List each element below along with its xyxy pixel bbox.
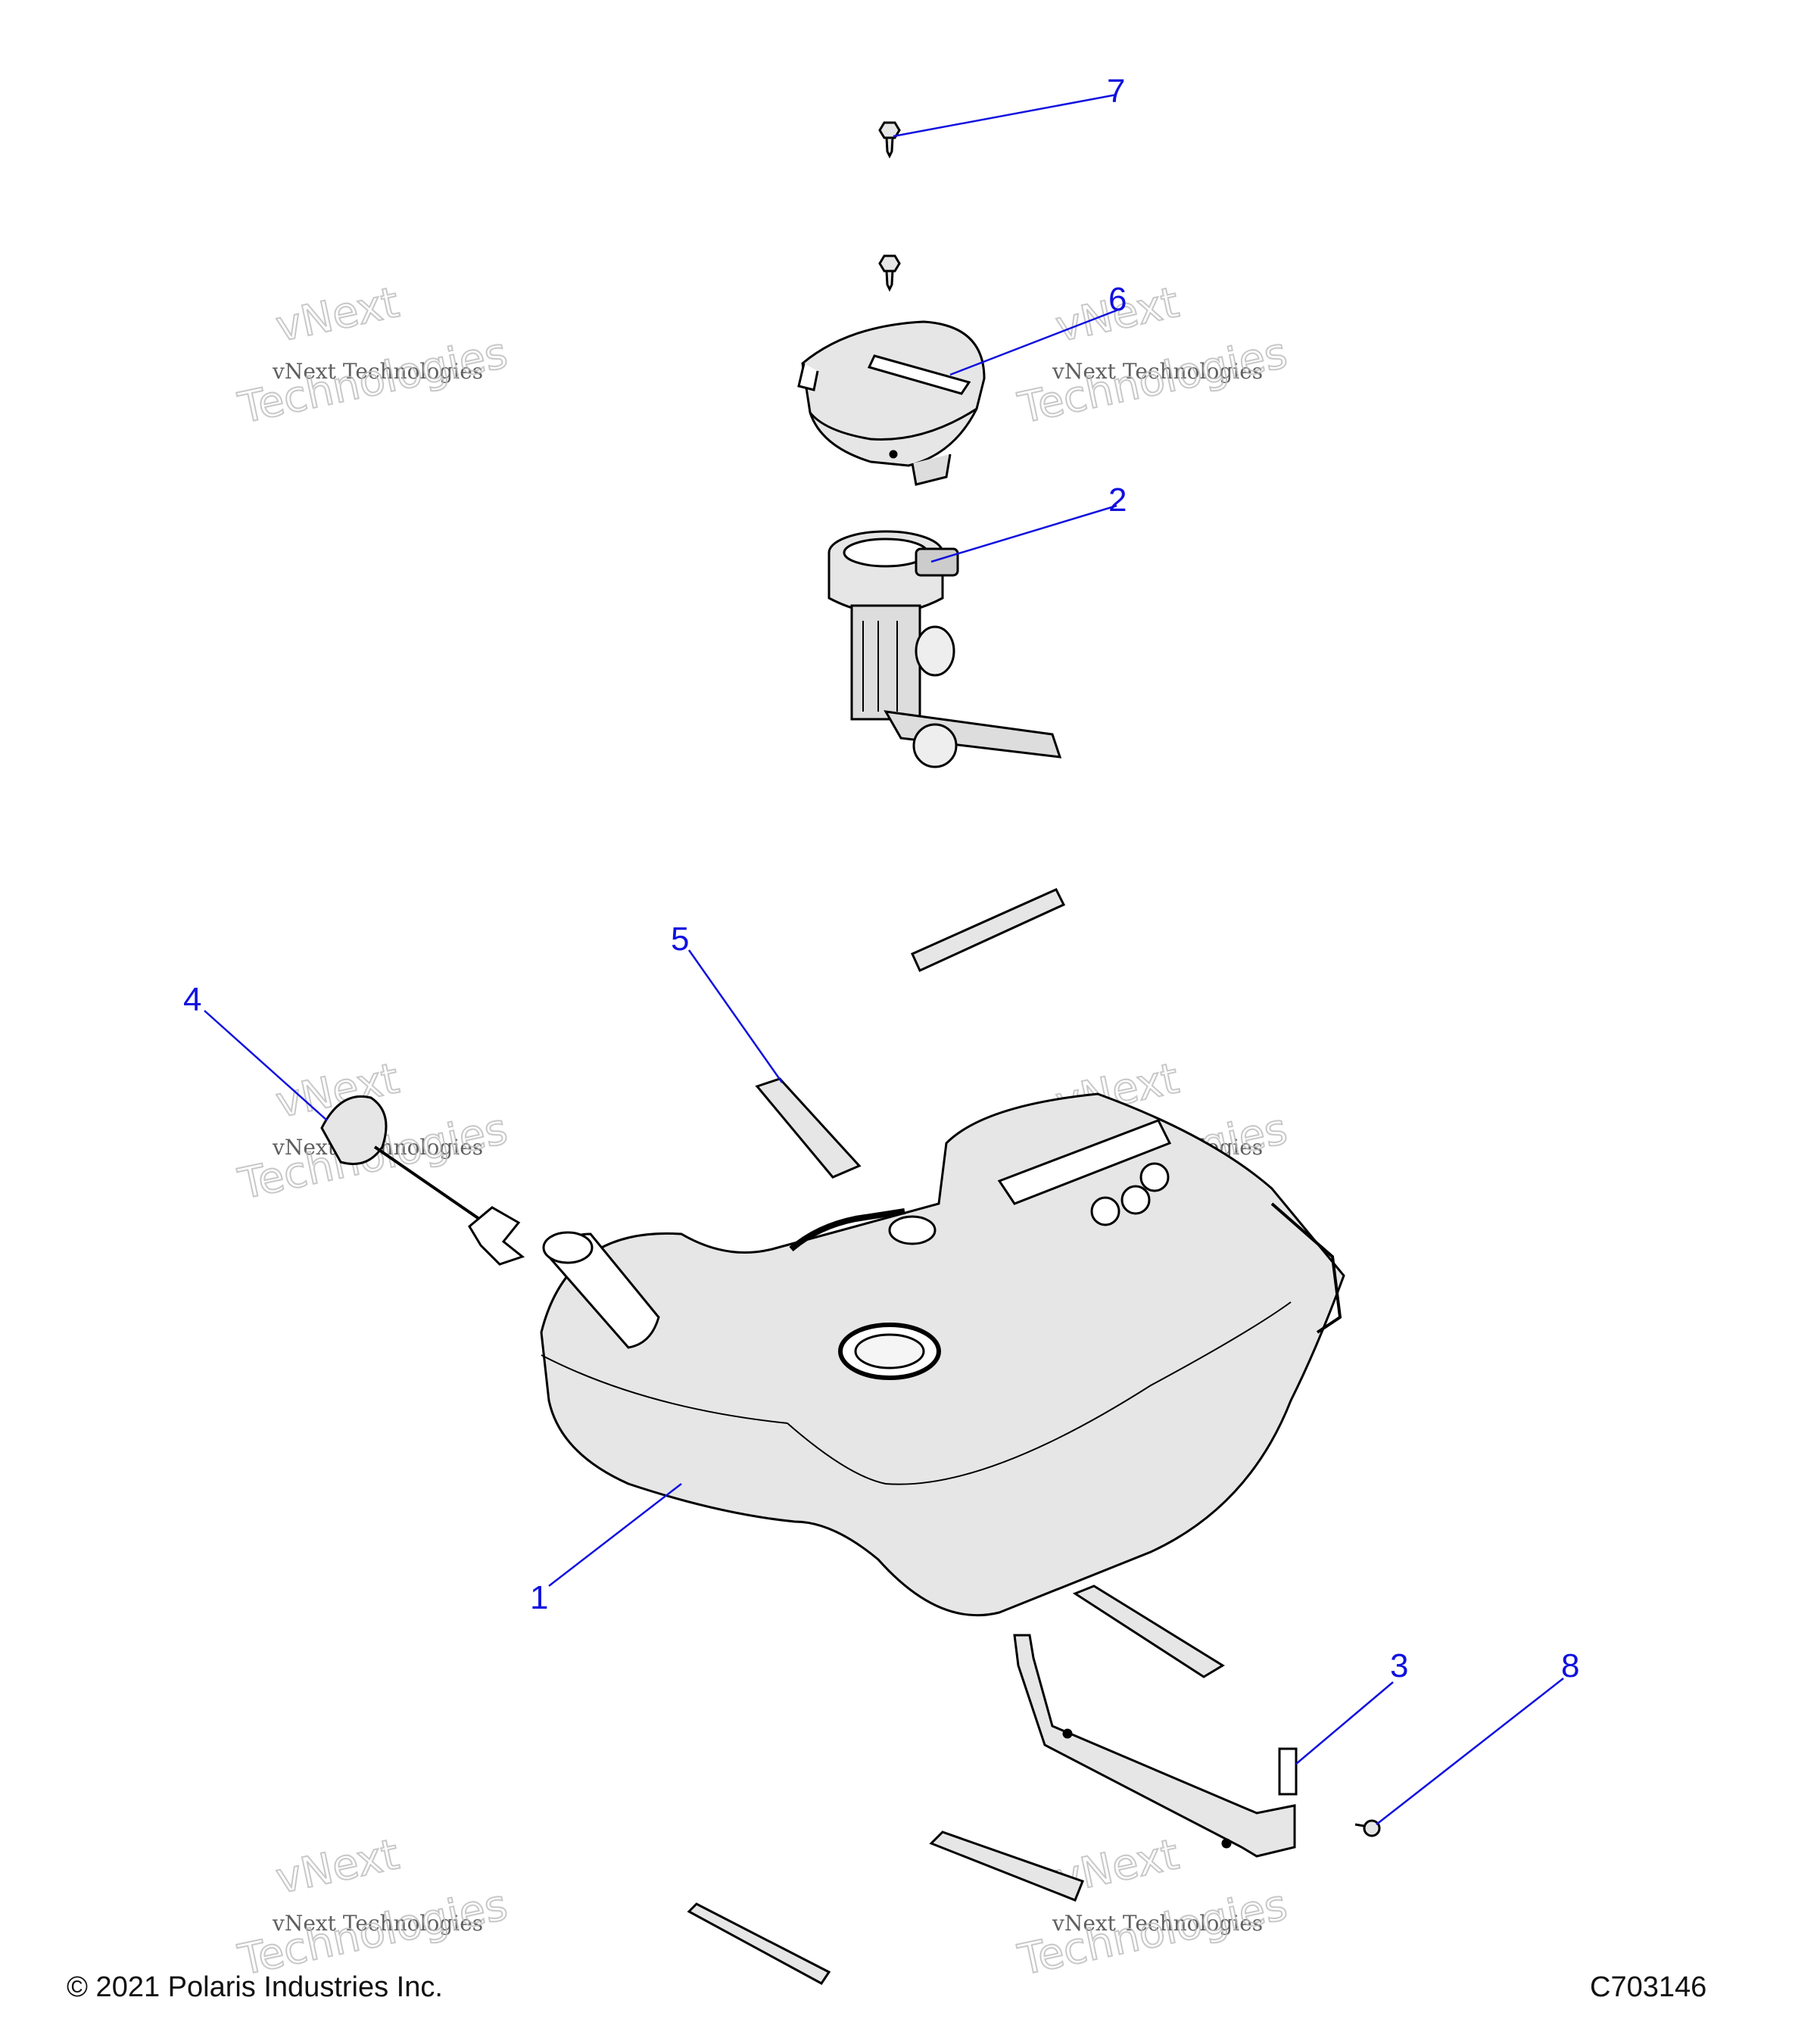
leader-line-8 [1376,1678,1564,1825]
pad-strip-bottom-left [687,1902,831,1985]
watermark-line3: Technologies [1014,1880,1291,1986]
watermark-line2: vNext Technologies [1052,1911,1263,1936]
pad-strip-lower [1072,1584,1225,1678]
fuel-tank-part [540,1092,1345,1617]
leader-line-7 [893,93,1117,138]
callout-numbers: 7 6 2 5 4 1 3 8 [183,73,1579,1684]
watermark-line1: vNext [272,278,404,352]
watermark-line2: vNext Technologies [1052,359,1263,384]
fuel-sender-part [320,1095,525,1266]
callout-1: 1 [530,1579,548,1616]
leader-line-4 [204,1010,328,1121]
screw-part-2 [878,254,901,292]
pad-strip-bottom-right [929,1831,1084,1902]
fuel-pump-part [827,530,1062,768]
callout-2: 2 [1108,481,1127,519]
watermark-top-right: vNext vNext Technologies Technologies [1013,277,1292,434]
callout-3: 3 [1390,1647,1408,1684]
callout-5: 5 [671,921,689,958]
watermark-line2: vNext Technologies [272,1911,483,1936]
callout-6: 6 [1108,281,1127,318]
callout-8: 8 [1561,1647,1579,1684]
tank-strap-part [1013,1634,1298,1858]
pad-strip-5 [755,1077,862,1179]
watermark-line1: vNext [272,1830,404,1904]
watermark-line3: Technologies [234,1880,511,1986]
watermark-line3: Technologies [234,329,511,434]
copyright-text: © 2021 Polaris Industries Inc. [67,1971,443,2003]
leader-line-6 [949,307,1121,376]
leader-lines [204,93,1564,1825]
watermark-line2: vNext Technologies [272,359,483,384]
callout-4: 4 [183,981,201,1018]
watermark-top-left: vNext vNext Technologies Technologies [233,277,512,434]
pad-strip-top [911,888,1066,972]
drawing-number: C703146 [1590,1971,1707,2003]
leader-line-3 [1295,1681,1394,1765]
callout-7: 7 [1107,73,1125,110]
leader-line-5 [687,949,784,1083]
bolt-part [1354,1819,1381,1837]
leader-line-2 [930,504,1117,563]
watermark-bottom-left: vNext vNext Technologies Technologies [233,1829,512,1986]
leader-line-1 [548,1483,682,1587]
pump-cover-part [797,320,986,486]
watermark-line3: Technologies [1014,329,1291,434]
screw-part [878,121,901,159]
